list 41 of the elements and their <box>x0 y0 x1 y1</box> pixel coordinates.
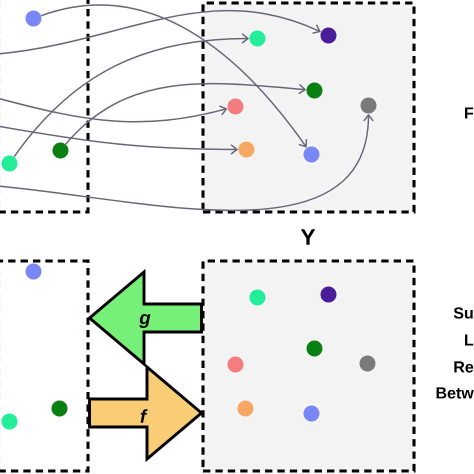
block-arrow <box>87 268 203 368</box>
dot <box>320 286 336 302</box>
edge-label: g <box>139 314 150 328</box>
dot <box>52 142 68 158</box>
side-label: F <box>465 108 474 118</box>
arrow <box>14 33 250 158</box>
edge-label: f <box>140 409 148 423</box>
dot <box>25 10 42 26</box>
dot <box>227 98 244 114</box>
arrow <box>0 10 321 55</box>
dot <box>238 141 254 158</box>
side-label: Betw <box>436 387 474 399</box>
dot <box>1 413 18 430</box>
arrow <box>41 4 308 148</box>
dot <box>303 146 320 162</box>
side-label: Y <box>300 229 316 245</box>
dot <box>320 27 336 44</box>
arrow <box>0 125 238 155</box>
dashed-box <box>0 259 90 473</box>
arrow <box>65 82 306 145</box>
side-label: L <box>465 334 474 346</box>
block-arrow <box>88 364 204 462</box>
dot <box>249 289 266 306</box>
dot <box>25 263 42 280</box>
side-label: Su <box>454 307 473 319</box>
dashed-box <box>201 259 416 473</box>
dot <box>51 400 68 416</box>
dot <box>249 30 266 46</box>
dot <box>359 355 376 372</box>
dot <box>306 82 322 98</box>
dashed-box <box>0 0 90 214</box>
dot <box>360 97 376 114</box>
arrow <box>0 97 228 122</box>
side-label: Re <box>454 361 474 373</box>
dot <box>237 400 254 416</box>
dot <box>1 155 18 172</box>
dot <box>306 340 322 356</box>
dot <box>303 405 320 422</box>
arrow <box>0 114 374 212</box>
dot <box>227 356 244 372</box>
dashed-box <box>201 1 416 214</box>
